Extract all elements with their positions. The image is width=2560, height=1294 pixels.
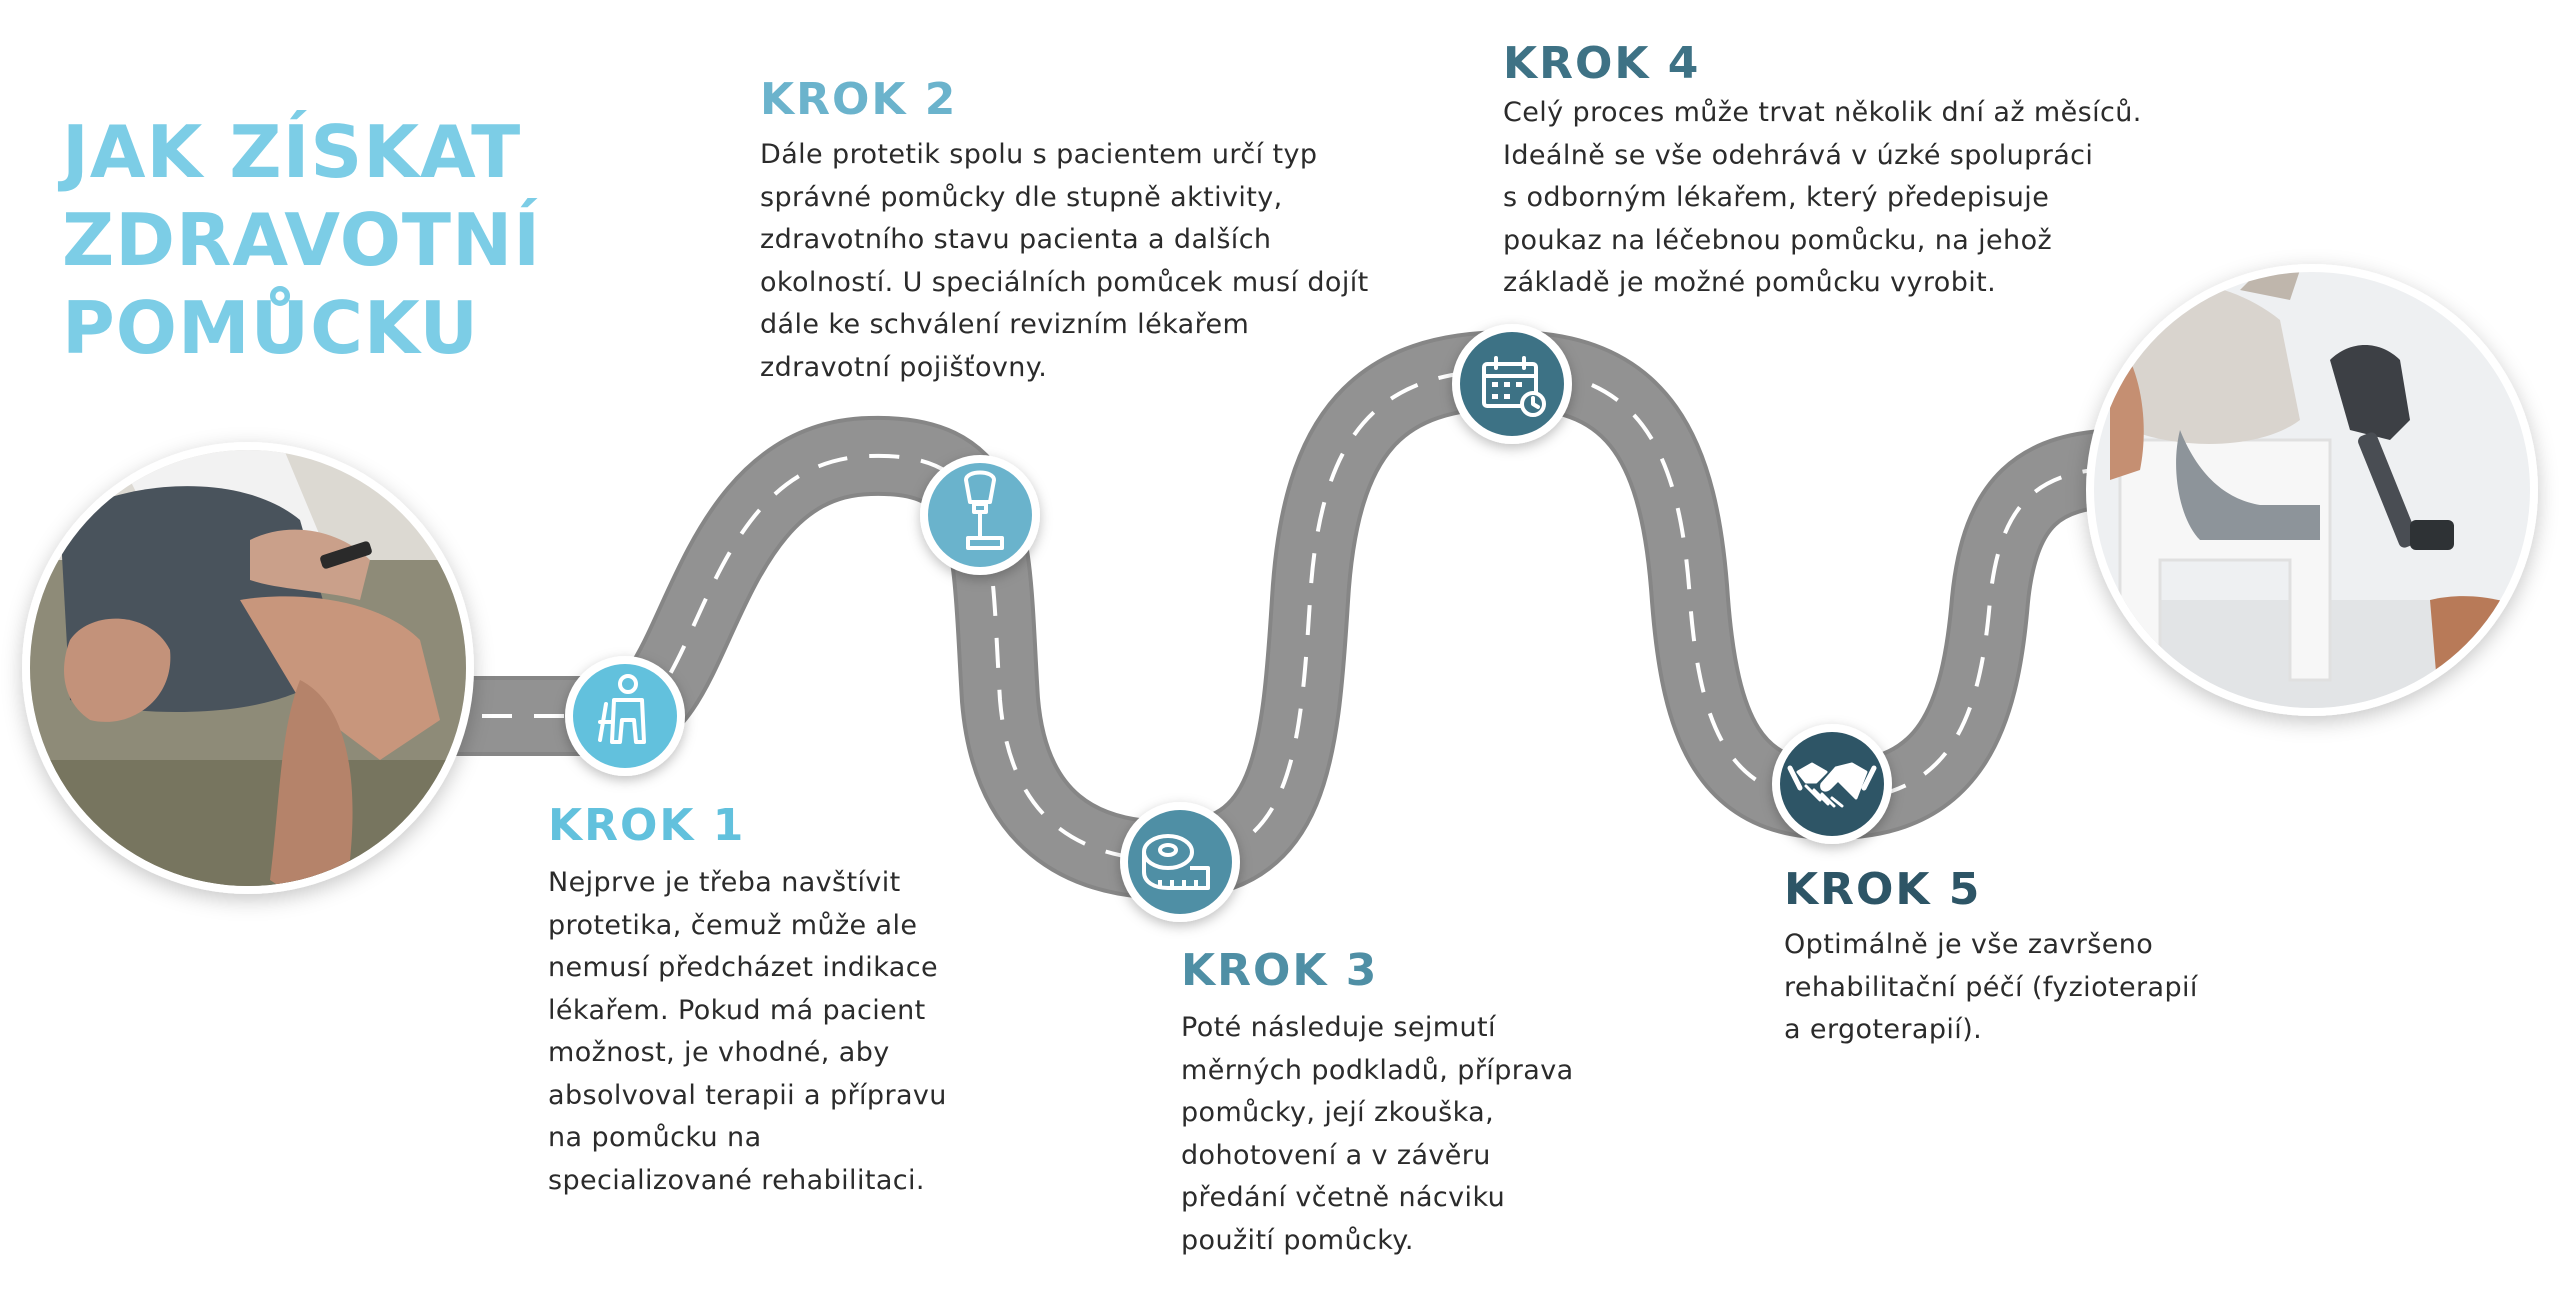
- step-marker-5: [1772, 724, 1892, 844]
- text-line: rehabilitační péčí (fyzioterapií: [1784, 971, 2198, 1003]
- text-line: zdravotního stavu pacienta a dalších: [760, 224, 1272, 255]
- text-line: s odborným lékařem, který předepisuje: [1503, 182, 2050, 213]
- text-line: pomůcky, její zkouška,: [1181, 1097, 1495, 1128]
- step-4-heading: KROK 4: [1503, 38, 1701, 89]
- text-line: absolvoval terapii a přípravu: [548, 1079, 947, 1111]
- photo-prosthetic-leg: [2086, 264, 2538, 716]
- step-marker-4: [1452, 324, 1572, 444]
- step-marker-3: [1120, 802, 1240, 922]
- text-line: předání včetně nácviku: [1181, 1182, 1506, 1213]
- title-line: POMŮCKU: [62, 286, 479, 370]
- text-line: dále ke schválení revizním lékařem: [760, 309, 1250, 340]
- step-2-description: Dále protetik spolu s pacientem určí typ…: [760, 134, 1369, 389]
- step-marker-1: [565, 656, 685, 776]
- text-line: specializované rehabilitaci.: [548, 1164, 925, 1196]
- text-line: protetika, čemuž může ale: [548, 909, 918, 941]
- text-line: Dále protetik spolu s pacientem určí typ: [760, 139, 1318, 170]
- step-marker-2: [920, 455, 1040, 575]
- prosthetic-leg-icon: [964, 470, 1004, 550]
- text-line: možnost, je vhodné, aby: [548, 1037, 890, 1068]
- text-line: dohotovení a v závěru: [1181, 1139, 1491, 1171]
- calendar-clock-icon: [1482, 356, 1546, 417]
- title-line: ZDRAVOTNÍ: [62, 198, 542, 282]
- text-line: a ergoterapií).: [1784, 1014, 1983, 1045]
- text-line: poukaz na léčebnou pomůcku, na jehož: [1503, 224, 2053, 256]
- step-1-heading: KROK 1: [548, 800, 746, 851]
- step-5-heading: KROK 5: [1784, 864, 1982, 915]
- text-line: Nejprve je třeba navštívit: [548, 867, 901, 898]
- measuring-tape-icon: [1142, 834, 1210, 890]
- text-line: správné pomůcky dle stupně aktivity,: [760, 181, 1283, 213]
- text-line: Optimálně je vše završeno: [1784, 929, 2154, 960]
- text-line: Ideálně se vše odehrává v úzké spoluprác…: [1503, 139, 2094, 171]
- page-title: JAK ZÍSKAT ZDRAVOTNÍ POMŮCKU: [62, 108, 541, 372]
- photo-patient-sitting: [22, 442, 474, 894]
- text-line: Celý proces může trvat několik dní až mě…: [1503, 97, 2142, 128]
- text-line: zdravotní pojišťovny.: [760, 351, 1048, 383]
- text-line: měrných podkladů, příprava: [1181, 1054, 1574, 1086]
- text-line: na pomůcku na: [548, 1122, 762, 1153]
- text-line: nemusí předcházet indikace: [548, 952, 938, 983]
- step-2-heading: KROK 2: [760, 74, 958, 125]
- step-1-description: Nejprve je třeba navštívit protetika, če…: [548, 862, 947, 1202]
- text-line: okolností. U speciálních pomůcek musí do…: [760, 266, 1369, 298]
- step-4-description: Celý proces může trvat několik dní až mě…: [1503, 92, 2142, 305]
- text-line: Poté následuje sejmutí: [1181, 1012, 1496, 1043]
- person-with-crutch-icon: [598, 674, 646, 744]
- text-line: základě je možné pomůcku vyrobit.: [1503, 267, 1997, 298]
- step-3-description: Poté následuje sejmutí měrných podkladů,…: [1181, 1007, 1574, 1262]
- text-line: lékařem. Pokud má pacient: [548, 994, 926, 1026]
- handshake-icon: [1787, 762, 1877, 808]
- text-line: použití pomůcky.: [1181, 1224, 1414, 1256]
- step-3-heading: KROK 3: [1181, 945, 1379, 996]
- step-5-description: Optimálně je vše završeno rehabilitační …: [1784, 924, 2198, 1052]
- title-line: JAK ZÍSKAT: [62, 110, 522, 194]
